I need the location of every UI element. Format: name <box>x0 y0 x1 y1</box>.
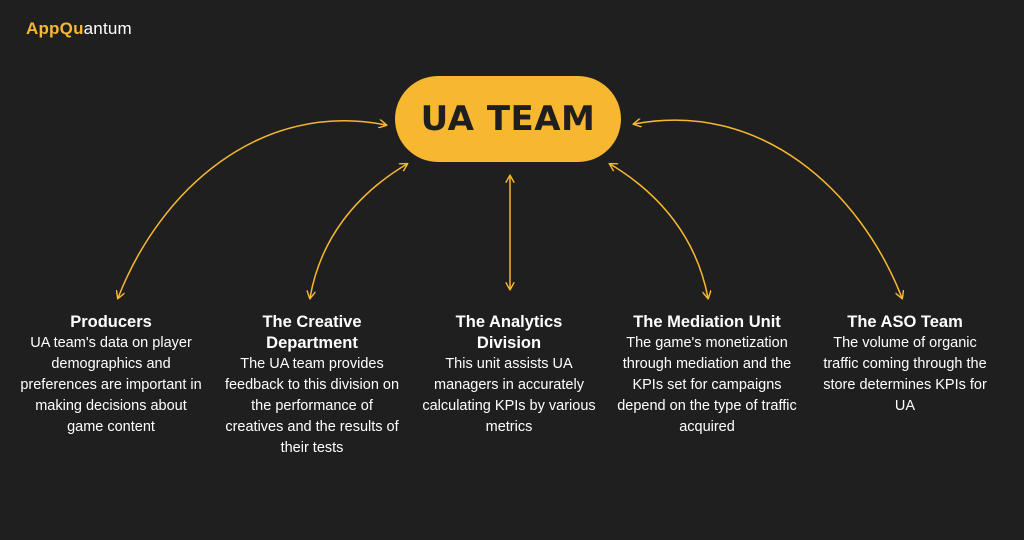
node-description: The UA team provides feedback to this di… <box>224 356 400 456</box>
node-analytics-division: The Analytics Division This unit assists… <box>420 312 598 438</box>
appquantum-logo: AppQuantum <box>26 19 132 39</box>
logo-light-text: antum <box>83 19 132 38</box>
node-title: The Mediation Unit <box>633 313 781 331</box>
node-description: This unit assists UA managers in accurat… <box>422 356 596 435</box>
node-aso-team: The ASO Team The volume of organic traff… <box>817 312 993 417</box>
ua-team-label: UA TEAM <box>420 99 596 139</box>
node-description: UA team's data on player demographics an… <box>20 335 202 435</box>
node-description: The game's monetization through mediatio… <box>617 335 797 435</box>
logo-strong-text: AppQu <box>26 19 84 38</box>
arrow-creative <box>310 164 407 298</box>
arrow-producers <box>118 121 386 298</box>
node-mediation-unit: The Mediation Unit The game's monetizati… <box>616 312 798 438</box>
node-title: The Analytics Division <box>455 313 563 352</box>
node-title: The Creative Department <box>262 313 362 352</box>
ua-team-pill: UA TEAM <box>395 76 621 162</box>
node-title: Producers <box>70 313 152 331</box>
node-title: The ASO Team <box>847 313 963 331</box>
node-creative-department: The Creative Department The UA team prov… <box>224 312 400 459</box>
arrow-aso <box>634 120 902 298</box>
node-producers: Producers UA team's data on player demog… <box>18 312 204 438</box>
node-description: The volume of organic traffic coming thr… <box>823 335 987 414</box>
arrow-mediation <box>610 164 708 298</box>
